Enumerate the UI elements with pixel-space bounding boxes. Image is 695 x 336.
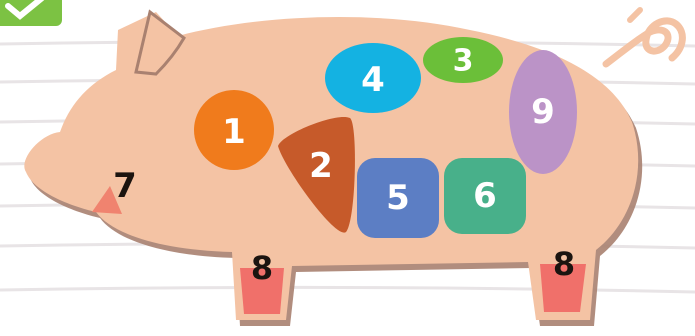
region-7-label: 7 [113, 166, 137, 206]
region-1: 1 [194, 90, 274, 170]
region-6: 6 [444, 158, 526, 234]
curly-tail [606, 21, 682, 64]
corner-badge [0, 0, 62, 26]
region-3: 3 [423, 37, 503, 83]
region-3-label: 3 [453, 44, 474, 79]
region-8-back-label: 8 [553, 245, 575, 283]
region-5: 5 [357, 158, 439, 238]
region-6-label: 6 [473, 176, 497, 216]
region-4: 4 [325, 43, 421, 113]
region-4-label: 4 [361, 60, 385, 100]
region-5-label: 5 [386, 178, 410, 218]
region-9: 9 [509, 50, 577, 174]
region-8-front-label: 8 [251, 249, 273, 287]
region-1-label: 1 [222, 112, 246, 152]
region-2-label: 2 [309, 146, 333, 186]
region-9-label: 9 [531, 92, 555, 132]
